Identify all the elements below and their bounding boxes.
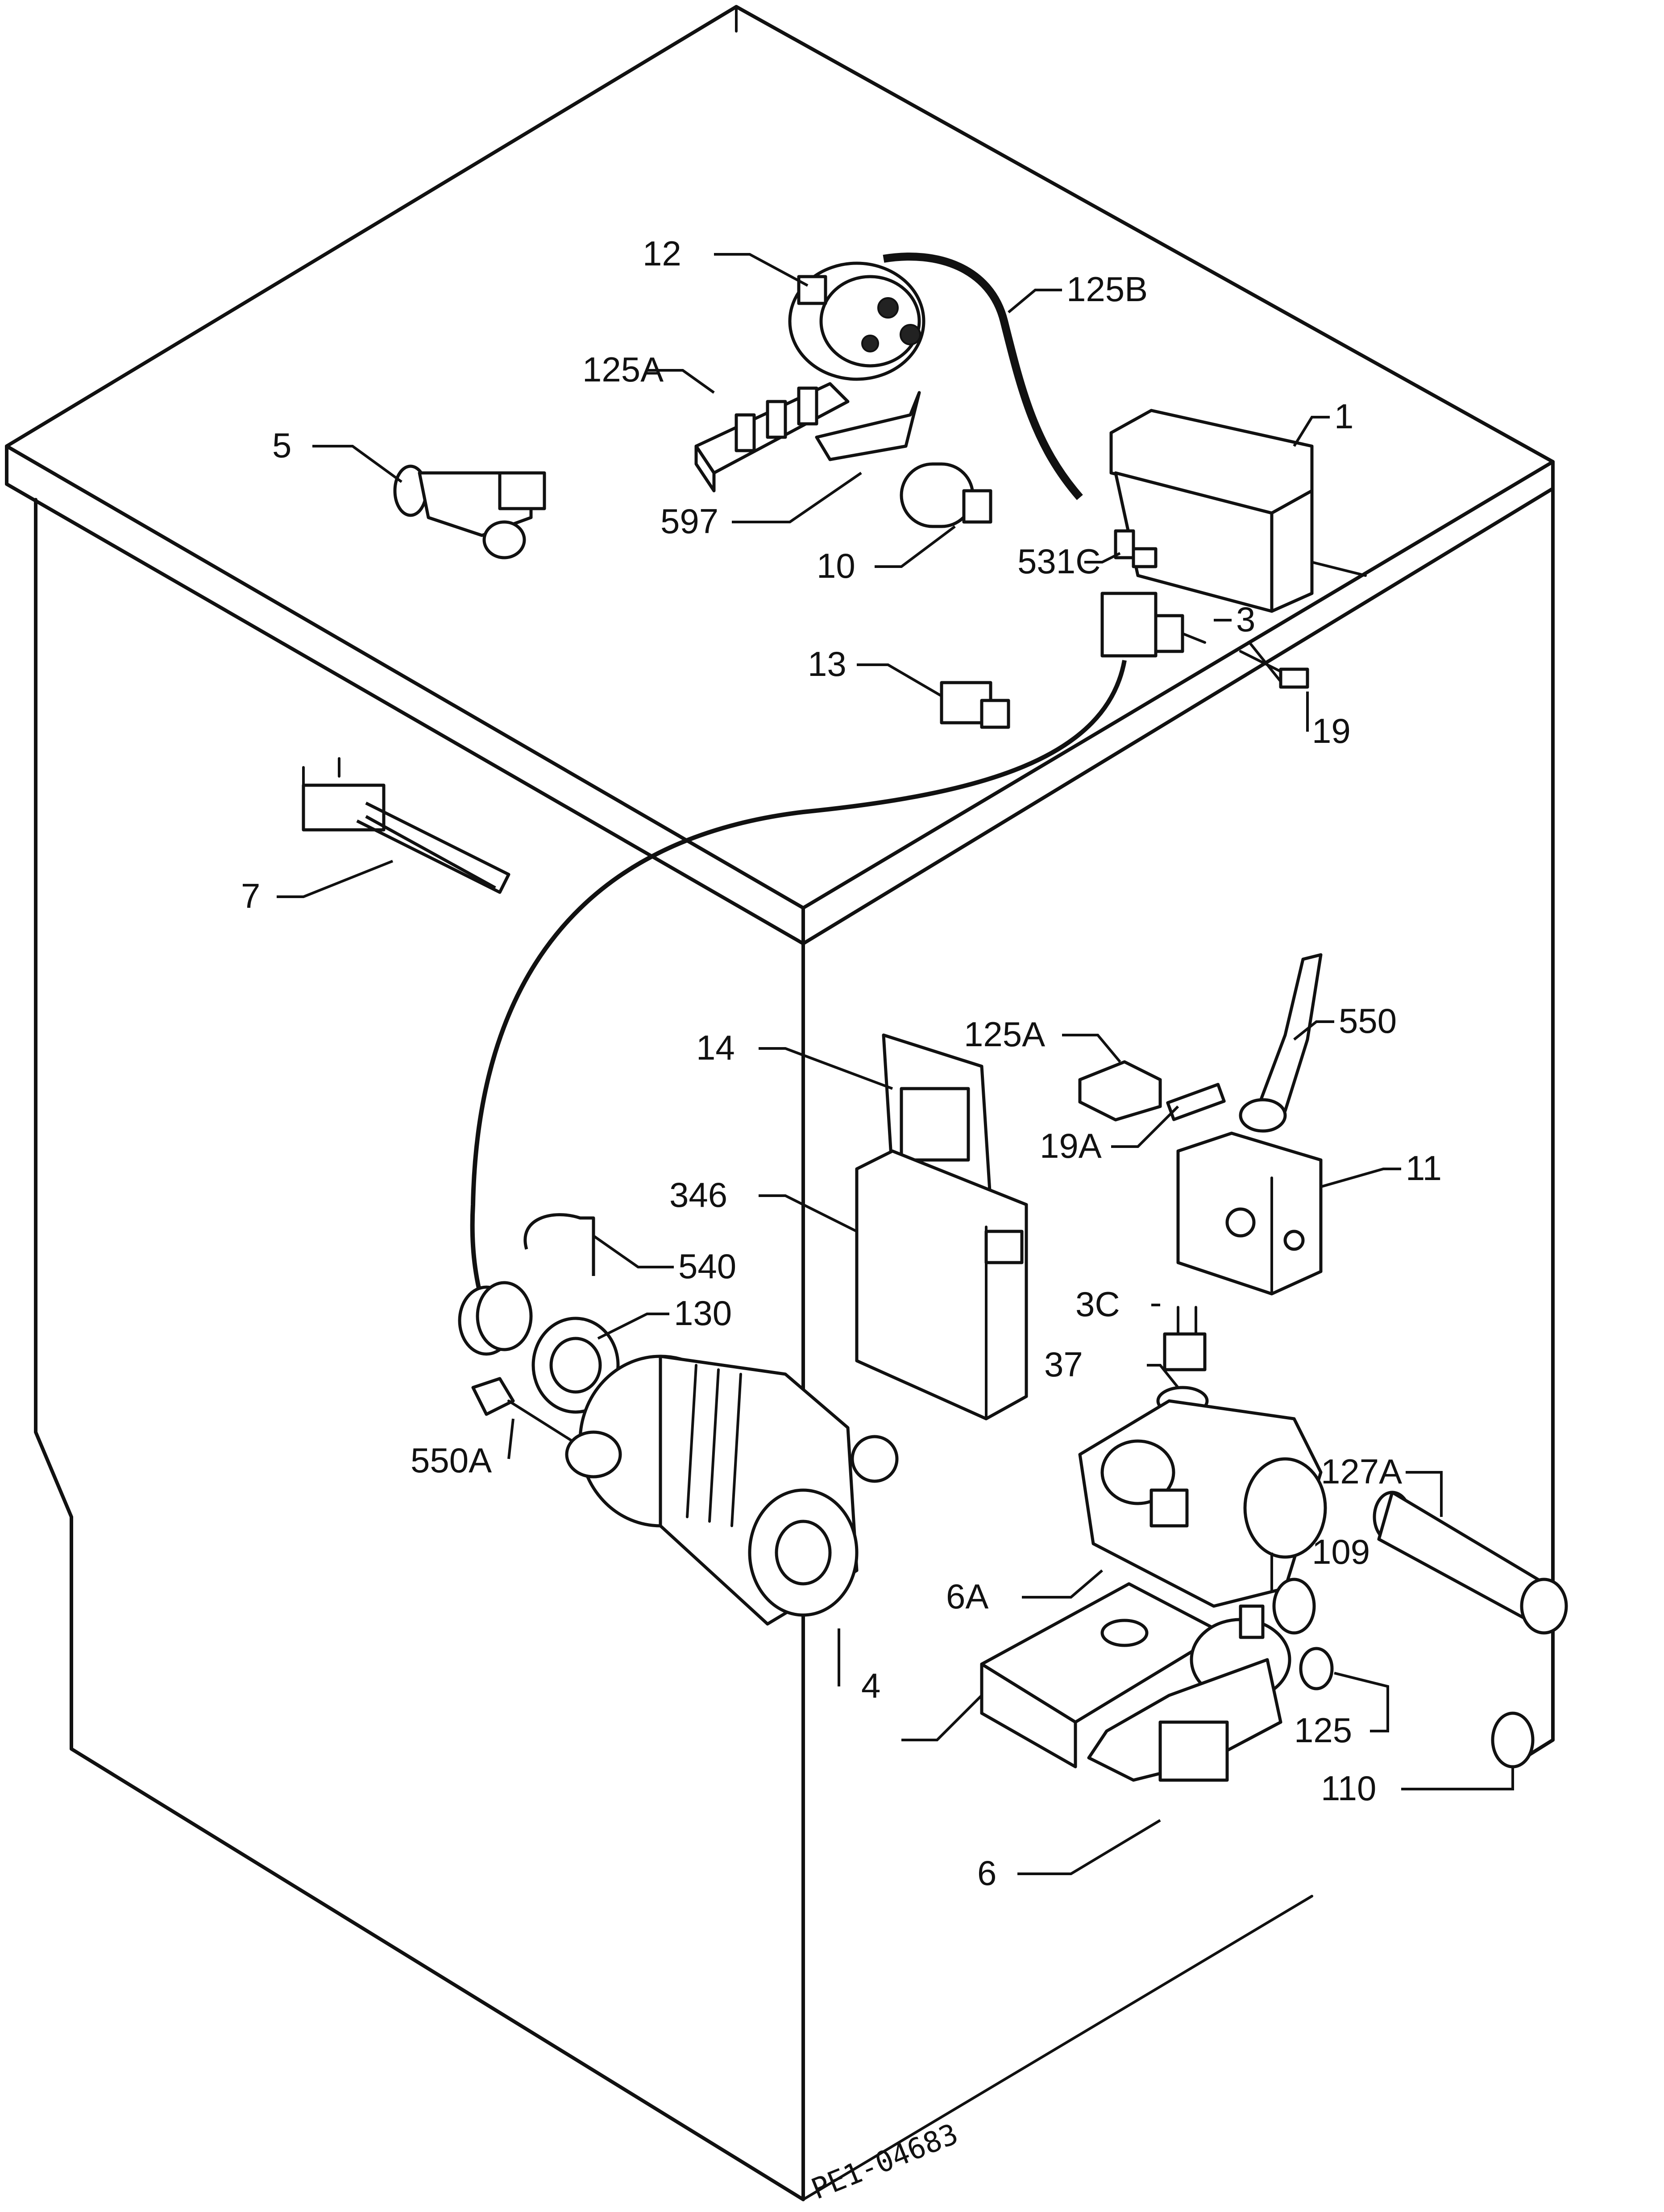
door-lock-part-7	[1176, 1131, 1323, 1296]
water-valve-part-5	[393, 464, 546, 559]
label-12: 12	[643, 234, 681, 273]
label-11: 10	[817, 546, 855, 585]
lever-part-550	[1239, 953, 1323, 1133]
leader-lines	[277, 253, 1514, 1875]
terminal-block-part-37	[694, 382, 850, 493]
label-6a: 6A	[946, 1577, 988, 1616]
label-14: 14	[696, 1028, 735, 1067]
label-4: 4	[861, 1666, 880, 1705]
label-37: 125A	[582, 350, 664, 389]
label-13: 13	[808, 644, 847, 683]
plug-part	[458, 1281, 533, 1356]
label-550: 550	[1339, 1001, 1397, 1040]
hose-part-127a	[1373, 1491, 1568, 1635]
door-switch-part-3	[470, 592, 1206, 1330]
bracket-part-597	[815, 391, 921, 461]
label-3: 3	[1236, 600, 1255, 639]
wire-clip-part-540	[523, 1213, 595, 1276]
label-127a: 127A	[1321, 1452, 1402, 1491]
seal-part-125a-lower	[1491, 1711, 1535, 1769]
label-110: 125B	[1066, 269, 1148, 309]
pressure-switch-part-12	[788, 261, 925, 381]
label-19: 19	[1312, 711, 1351, 750]
cap-part-109	[1078, 1060, 1162, 1122]
label-19a: 19A	[1040, 1126, 1102, 1165]
bracket-part-6a	[980, 1582, 1224, 1769]
label-3c: 3C	[1075, 1284, 1120, 1324]
connector-part-13	[940, 681, 1010, 729]
label-597: 597	[660, 501, 718, 541]
label-10: 7	[241, 876, 260, 915]
sensor-part-19	[1239, 641, 1309, 689]
capacitor-part-11	[900, 462, 992, 528]
pump-housing	[1078, 1399, 1327, 1608]
programmer-part-1	[1109, 409, 1367, 613]
reference-code: PE1-04683	[807, 2117, 963, 2206]
seal-part-125b	[1299, 1647, 1334, 1690]
label-130: 130	[674, 1293, 732, 1333]
cabinet-outline	[5, 5, 1555, 2201]
label-1: 1	[1334, 397, 1353, 436]
drain-pump-part-6	[1087, 1604, 1291, 1782]
connector-part-3c	[1163, 1306, 1207, 1371]
sensor-part-19a	[1166, 1083, 1226, 1121]
label-125: 37	[1044, 1345, 1083, 1384]
dispenser-housing-part-346	[855, 1149, 1028, 1421]
label-125b: 125	[1294, 1711, 1352, 1750]
label-125a-upper: 109	[1312, 1532, 1370, 1571]
part-labels: 12 125B 125A 1 5 597 10 531C 3 13 19 7 1…	[241, 234, 1442, 1893]
label-346: 346	[669, 1175, 727, 1214]
label-531c: 550A	[411, 1441, 492, 1480]
motor-part-4	[565, 1355, 899, 1626]
label-127: 531C	[1017, 542, 1100, 581]
hose-part-110	[883, 253, 1083, 500]
label-540: 540	[678, 1247, 736, 1286]
heating-element-part-10	[302, 757, 510, 894]
label-109: 125A	[964, 1015, 1045, 1054]
connector-part-127	[1114, 529, 1158, 568]
label-6: 6	[977, 1853, 996, 1893]
label-5: 5	[272, 426, 291, 465]
label-125a-lower: 110	[1321, 1769, 1376, 1808]
label-7: 11	[1406, 1148, 1442, 1188]
seal-part-125a-upper	[1272, 1578, 1316, 1635]
